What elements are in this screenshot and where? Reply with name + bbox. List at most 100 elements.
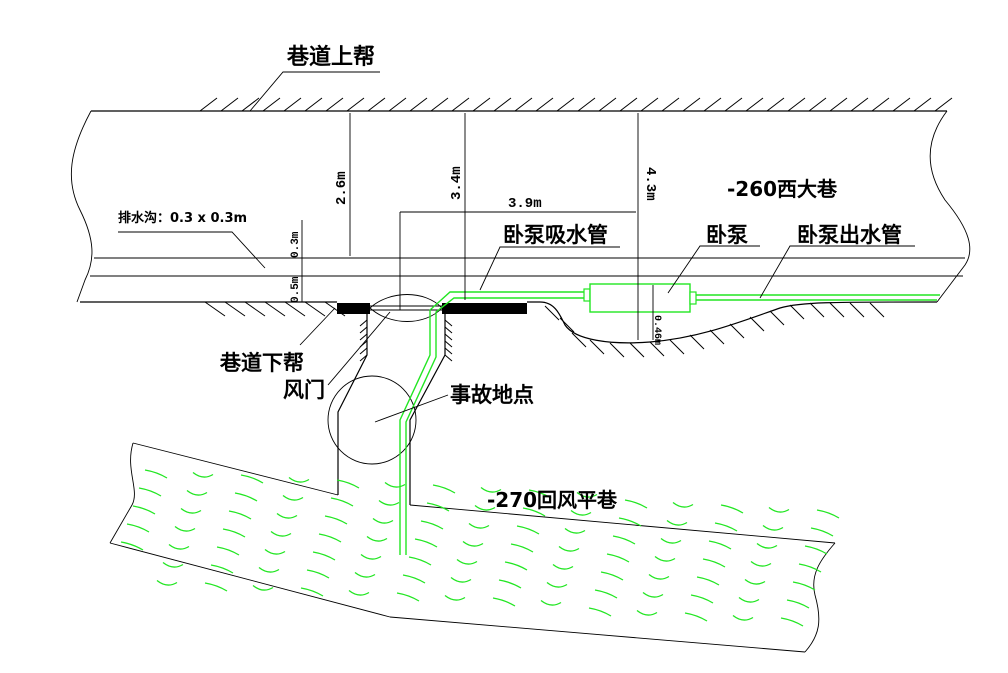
wave-mark xyxy=(276,512,298,519)
leader-accident xyxy=(374,394,449,423)
hatch-mark xyxy=(262,97,281,112)
accident-circle xyxy=(327,375,417,465)
label-accident-site: 事故地点 xyxy=(450,383,534,407)
hatch-mark xyxy=(808,97,827,112)
label-upper-wall: 巷道上帮 xyxy=(286,44,375,70)
hatch-mark xyxy=(444,354,453,362)
hatch-mark xyxy=(829,97,848,112)
wave-mark xyxy=(180,507,202,514)
hatch-mark xyxy=(409,97,428,112)
leader-pump xyxy=(667,245,760,294)
water-waves xyxy=(120,469,840,627)
label-main-roadway: -260西大巷 xyxy=(727,177,838,201)
wave-mark xyxy=(318,533,342,543)
wave-mark xyxy=(768,506,790,513)
wave-mark xyxy=(600,571,624,581)
wave-mark xyxy=(738,596,760,603)
hatch-mark xyxy=(682,97,701,112)
wave-mark xyxy=(426,502,450,512)
hatch-mark xyxy=(325,97,344,112)
hatch-mark xyxy=(661,97,680,112)
wave-mark xyxy=(210,564,234,574)
hatch-mark xyxy=(244,301,266,317)
wave-mark xyxy=(786,599,810,609)
wave-mark xyxy=(714,522,738,532)
hatch-mark xyxy=(598,97,617,112)
wave-mark xyxy=(498,579,522,589)
hatch-mark xyxy=(430,97,449,112)
shaft-hatch xyxy=(359,319,453,362)
dim-text-3-9: 3.9m xyxy=(508,196,542,212)
wave-mark xyxy=(540,599,562,606)
hatch-mark xyxy=(745,97,764,112)
wave-mark xyxy=(522,507,546,517)
wave-mark xyxy=(510,543,534,553)
wave-mark xyxy=(396,592,420,602)
air-door-block-left xyxy=(337,303,370,314)
hatch-mark xyxy=(749,316,765,332)
wave-mark xyxy=(792,581,816,591)
hatch-mark xyxy=(892,97,911,112)
left-break-line xyxy=(70,110,93,303)
dim-text-0-5: 0.5m xyxy=(290,276,302,303)
wave-mark xyxy=(408,556,432,566)
hatch-mark xyxy=(220,97,239,112)
hatch-mark xyxy=(556,97,575,112)
lower-right-break xyxy=(804,542,836,653)
dim-text-0-3: 0.3m xyxy=(290,231,302,258)
leader-suction-pipe xyxy=(479,246,620,291)
wave-mark xyxy=(810,527,834,537)
wave-mark xyxy=(750,560,772,567)
upper-wall-hatch xyxy=(199,97,953,112)
hatch-mark xyxy=(535,97,554,112)
hatch-mark xyxy=(359,347,368,355)
suction-pipe-inner xyxy=(405,297,587,555)
label-suction-pipe: 卧泵吸水管 xyxy=(503,223,608,247)
hatch-mark xyxy=(444,319,453,327)
wave-mark xyxy=(384,481,406,488)
label-return-roadway: -270回风平巷 xyxy=(487,488,618,512)
dim-text-0-46: 0.46m xyxy=(651,315,662,345)
label-drain-ditch: 排水沟：0.3 x 0.3m xyxy=(118,210,247,226)
wave-mark xyxy=(780,617,804,627)
wave-mark xyxy=(222,528,246,538)
hatch-mark xyxy=(913,97,932,112)
hatch-mark xyxy=(649,341,665,357)
leader-upper-wall xyxy=(249,71,380,112)
wave-mark xyxy=(414,538,438,548)
wave-mark xyxy=(660,537,682,544)
hatch-mark xyxy=(359,333,368,341)
wave-mark xyxy=(324,515,348,525)
hatch-mark xyxy=(640,97,659,112)
wave-mark xyxy=(672,501,694,508)
wave-mark xyxy=(216,546,240,556)
wave-mark xyxy=(684,612,708,622)
wave-mark xyxy=(252,584,274,591)
hatch-mark xyxy=(787,97,806,112)
hatch-mark xyxy=(444,326,453,334)
leader-ditch xyxy=(118,231,266,269)
lower-roof-right xyxy=(409,504,836,544)
hatch-mark xyxy=(514,97,533,112)
hatch-mark xyxy=(241,97,260,112)
wave-mark xyxy=(378,499,400,506)
hatch-mark xyxy=(204,301,226,317)
hatch-mark xyxy=(559,317,575,333)
lower-floor-left xyxy=(109,542,391,618)
hatch-mark xyxy=(444,340,453,348)
wave-mark xyxy=(306,569,330,579)
hatch-mark xyxy=(934,97,953,112)
wave-mark xyxy=(234,492,258,502)
wave-mark xyxy=(612,535,636,545)
wave-mark xyxy=(516,525,540,535)
wave-mark xyxy=(288,476,310,483)
wave-mark xyxy=(270,530,292,537)
leader-discharge-pipe xyxy=(759,245,915,299)
wave-mark xyxy=(756,542,778,549)
hatch-mark xyxy=(869,302,885,318)
wave-mark xyxy=(432,484,456,494)
wave-mark xyxy=(228,510,252,520)
hatch-mark xyxy=(544,305,560,321)
wave-mark xyxy=(648,573,670,580)
wave-mark xyxy=(144,469,168,479)
